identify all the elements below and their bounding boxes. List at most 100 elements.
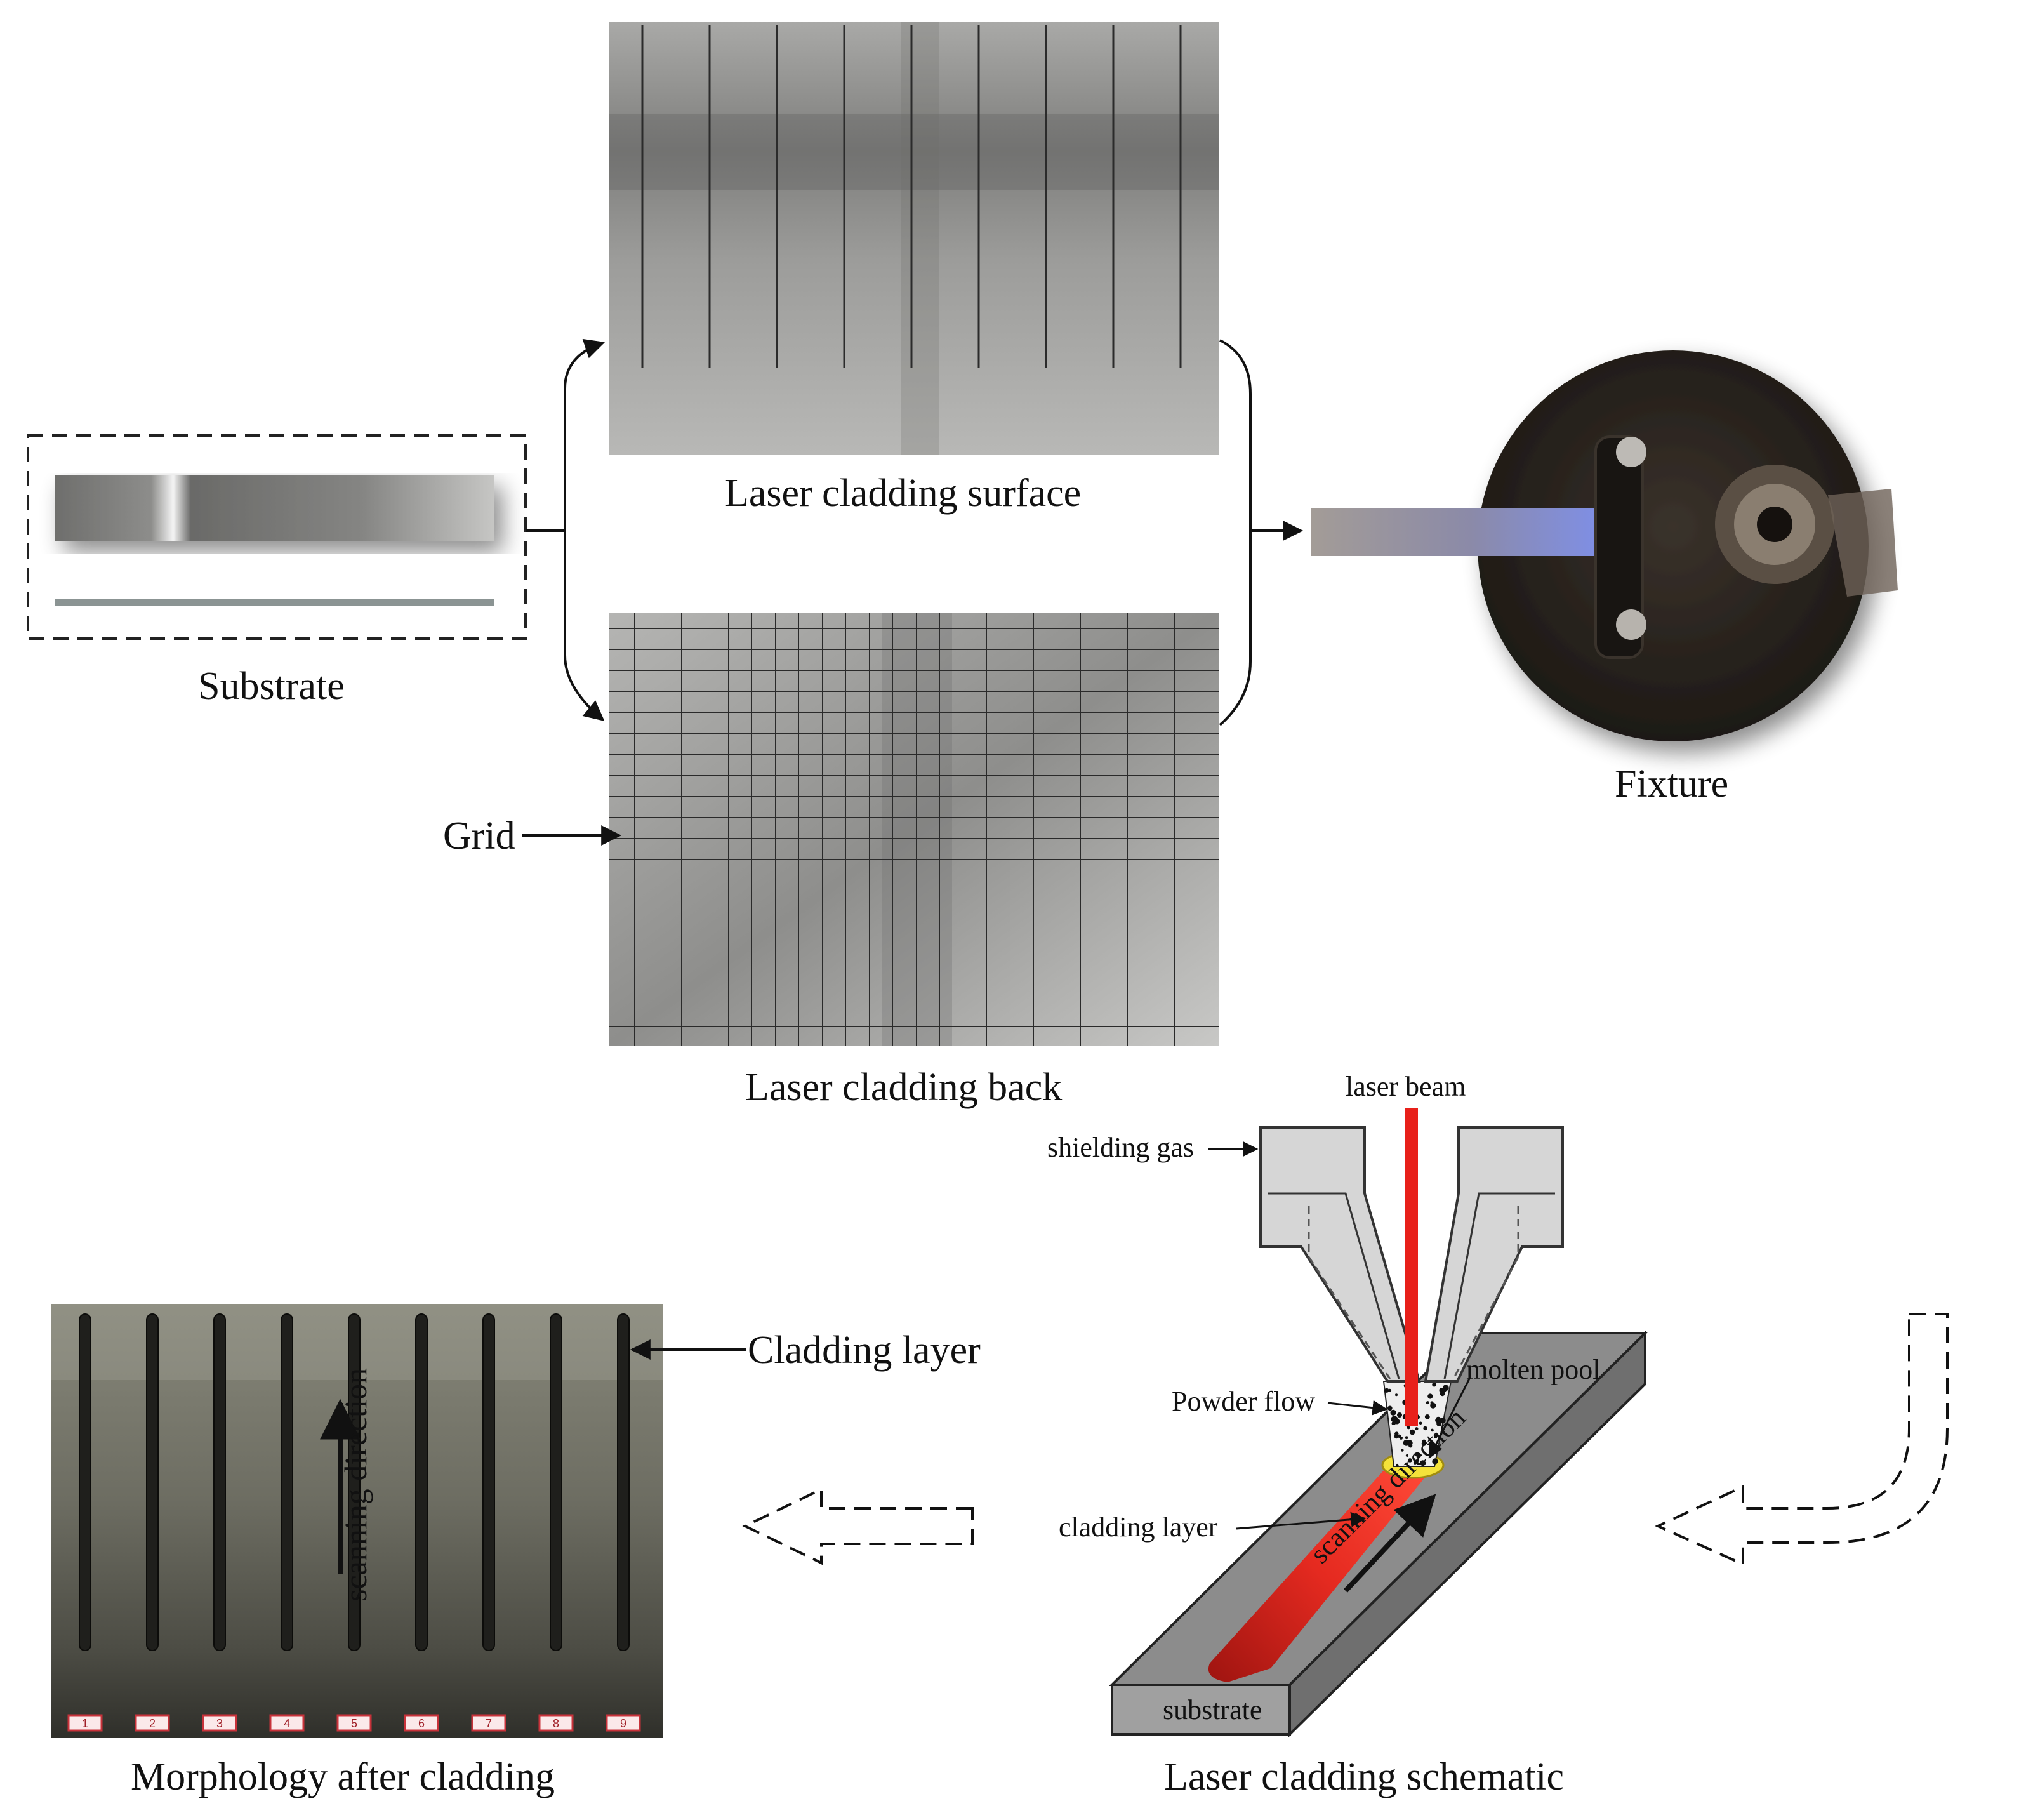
pivot-hole xyxy=(1757,507,1792,542)
merge-connector xyxy=(1219,339,1304,726)
sample-tag-number: 8 xyxy=(553,1717,559,1730)
grid-label: Grid xyxy=(443,814,515,858)
substrate-strip-top-view xyxy=(55,475,494,541)
schematic-caption: Laser cladding schematic xyxy=(1164,1755,1565,1798)
fixture-disk xyxy=(1478,350,1869,741)
bolt-top xyxy=(1616,437,1646,467)
powder-particle xyxy=(1422,1461,1426,1465)
surface-caption: Laser cladding surface xyxy=(725,472,1082,515)
substrate-block-side xyxy=(1288,1330,1646,1737)
sample-tag xyxy=(336,1714,372,1732)
back-caption: Laser cladding back xyxy=(745,1066,1063,1109)
scanning-direction-arrow xyxy=(1344,1494,1436,1593)
laser-beam-label: laser beam xyxy=(1346,1071,1466,1102)
sample-tag-number: 5 xyxy=(351,1717,357,1730)
sample-tag-number: 3 xyxy=(216,1717,223,1730)
powder-particle xyxy=(1434,1435,1438,1438)
powder-particle xyxy=(1432,1382,1437,1387)
powder-particle xyxy=(1394,1431,1399,1436)
flow-arrow-curved xyxy=(1655,1313,1949,1567)
cladding-bead xyxy=(1208,1455,1426,1682)
substrate-panel xyxy=(27,434,527,640)
sample-tag-number: 6 xyxy=(418,1717,425,1730)
sample-tag xyxy=(269,1714,305,1732)
powder-particle xyxy=(1416,1459,1419,1462)
sample-tag-number: 4 xyxy=(284,1717,290,1730)
powder-particle xyxy=(1435,1416,1441,1423)
cladding-bead-photo xyxy=(79,1313,91,1651)
powder-particle xyxy=(1391,1416,1398,1423)
cladding-layer-photo-label: Cladding layer xyxy=(748,1329,981,1372)
powder-particle xyxy=(1416,1454,1421,1459)
powder-particle xyxy=(1405,1454,1408,1457)
specimen-tab xyxy=(1311,508,1601,556)
sample-tag xyxy=(135,1714,170,1732)
shielding-gas-label: shielding gas xyxy=(1047,1132,1194,1163)
cladding-bead-photo xyxy=(146,1313,159,1651)
cladding-back-plate xyxy=(609,613,1219,1046)
fixture-photo xyxy=(1311,350,1898,741)
sample-tag-number: 2 xyxy=(149,1717,156,1730)
powder-particle xyxy=(1426,1401,1429,1405)
powder-particle xyxy=(1397,1412,1402,1418)
cladding-layer-label: cladding layer xyxy=(1059,1511,1218,1543)
cladding-bead-photo xyxy=(617,1313,630,1651)
sample-tag xyxy=(404,1714,439,1732)
substrate-caption: Substrate xyxy=(198,665,345,708)
photo-scanning-direction-label: scanning direction xyxy=(337,1368,373,1602)
powder-particle xyxy=(1413,1461,1417,1465)
powder-particle xyxy=(1409,1429,1415,1435)
morphology-caption: Morphology after cladding xyxy=(131,1755,555,1798)
cladding-bead-photo xyxy=(213,1313,226,1651)
molten-pool-label: molten pool xyxy=(1466,1354,1601,1385)
split-connector xyxy=(526,338,606,722)
substrate-block-label: substrate xyxy=(1163,1694,1262,1725)
cladding-bead-photo xyxy=(482,1313,495,1651)
powder-particle xyxy=(1407,1440,1413,1446)
bolt-bottom xyxy=(1616,609,1646,640)
cladding-bead-photo xyxy=(281,1313,293,1651)
powder-particle xyxy=(1424,1414,1430,1419)
powder-flow-label: Powder flow xyxy=(1172,1386,1316,1417)
powder-particle xyxy=(1408,1458,1412,1463)
morphology-photo: 1 2 3 4 5 6 7 8 9 xyxy=(51,1304,746,1738)
cladding-bead-photo xyxy=(415,1313,428,1651)
fixture-caption: Fixture xyxy=(1615,762,1729,806)
cladding-schematic xyxy=(1109,1108,1648,1737)
clamp-bar xyxy=(1594,435,1644,659)
powder-particle xyxy=(1405,1436,1408,1440)
nozzle xyxy=(1259,1126,1564,1383)
powder-particle xyxy=(1427,1393,1433,1399)
powder-particle xyxy=(1415,1427,1419,1431)
powder-particle xyxy=(1430,1402,1436,1409)
cladding-surface-plate xyxy=(609,22,1219,455)
powder-particle xyxy=(1440,1418,1446,1424)
powder-particle xyxy=(1440,1391,1445,1397)
powder-particle xyxy=(1399,1436,1403,1440)
flow-arrow-straight xyxy=(742,1487,974,1565)
sample-tag-number: 7 xyxy=(486,1717,492,1730)
powder-particle xyxy=(1387,1388,1392,1392)
sample-tag xyxy=(471,1714,506,1732)
powder-particle xyxy=(1432,1458,1438,1465)
sample-tag xyxy=(202,1714,237,1732)
sample-tag xyxy=(538,1714,574,1732)
sample-tag xyxy=(606,1714,641,1732)
cladding-bead-photo xyxy=(550,1313,562,1651)
substrate-strip-side-view xyxy=(55,599,494,606)
cladding-bead-photo xyxy=(348,1313,361,1651)
powder-particle xyxy=(1395,1393,1398,1397)
powder-particle xyxy=(1443,1388,1447,1392)
powder-particle xyxy=(1401,1449,1404,1452)
laser-beam-ray xyxy=(1405,1108,1418,1426)
sample-tag-number: 1 xyxy=(82,1717,88,1730)
powder-particle xyxy=(1422,1439,1426,1444)
powder-particle xyxy=(1387,1405,1393,1411)
powder-particle xyxy=(1419,1421,1422,1425)
sample-tag xyxy=(67,1714,103,1732)
sample-tag-number: 9 xyxy=(620,1717,626,1730)
powder-particle xyxy=(1436,1421,1442,1426)
substrate-dashed-frame xyxy=(27,434,527,640)
powder-particle xyxy=(1384,1388,1389,1393)
